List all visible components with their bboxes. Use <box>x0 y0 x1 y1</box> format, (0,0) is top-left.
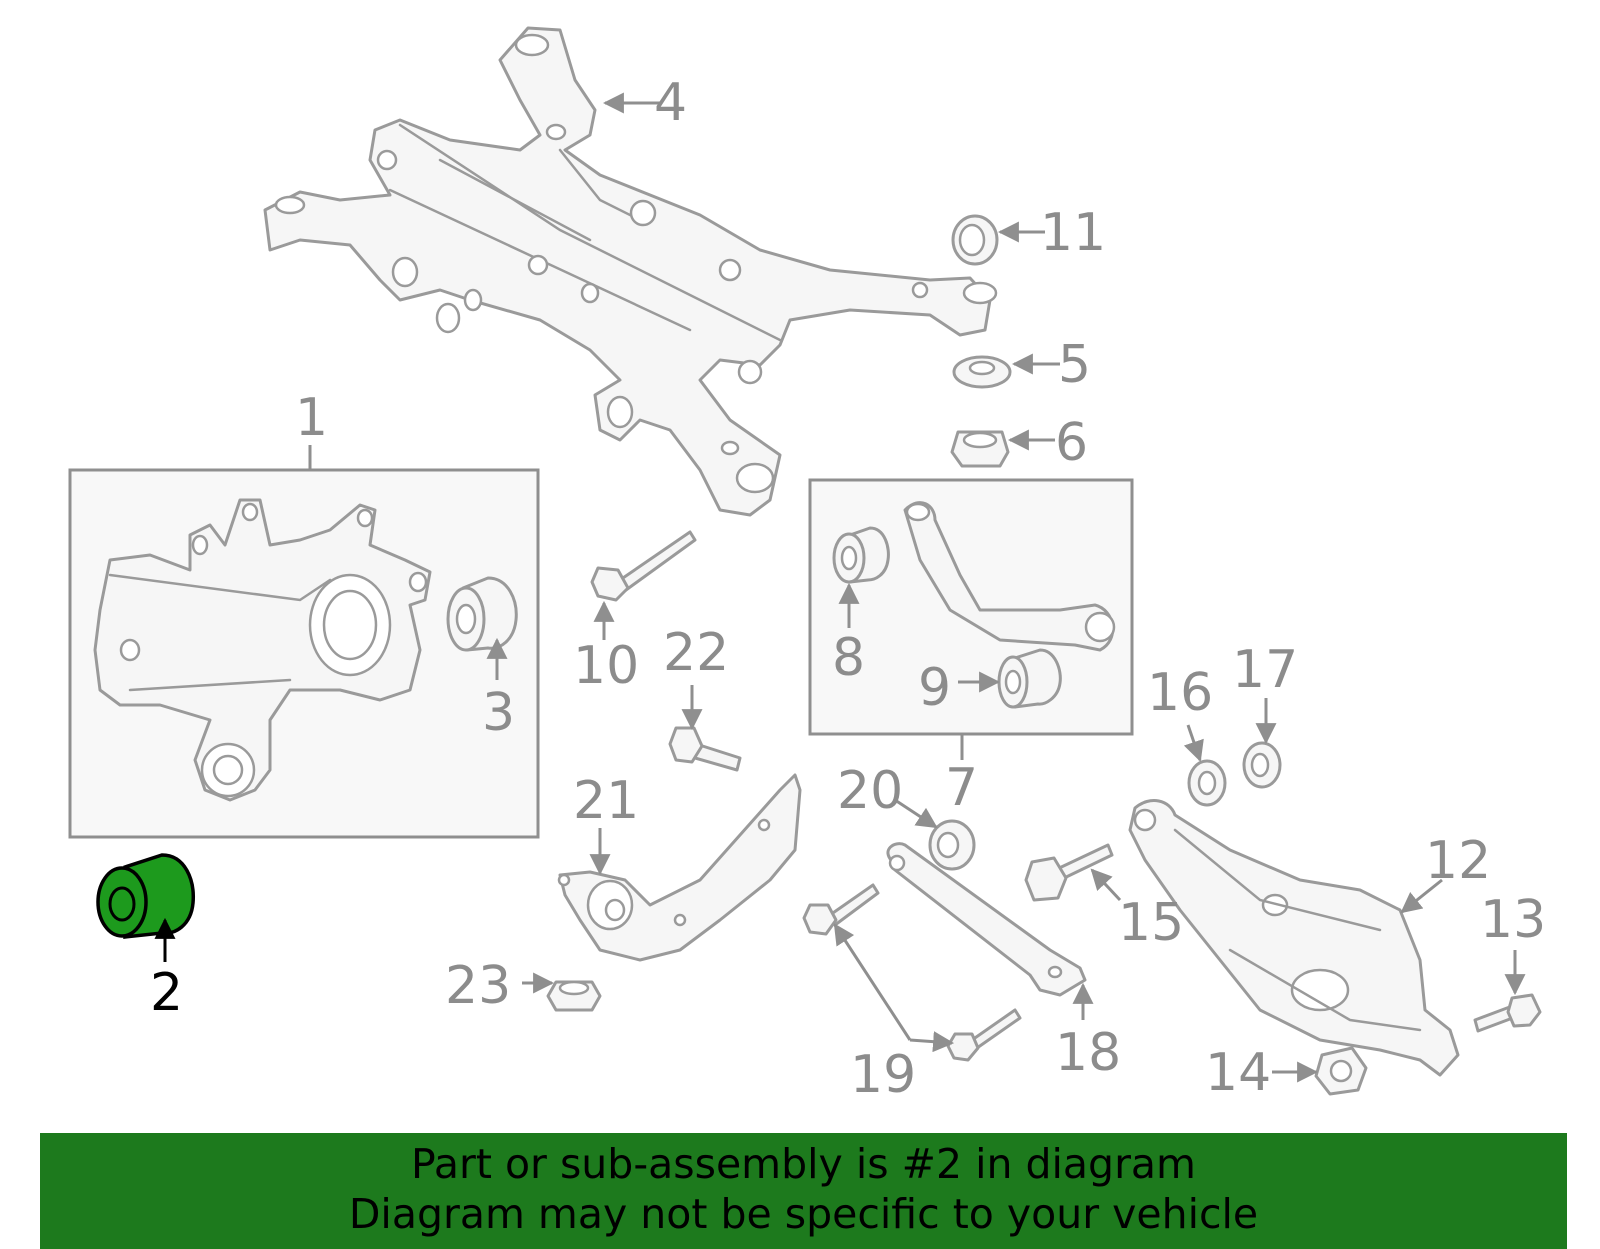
bolt-19-lower <box>946 1008 1022 1062</box>
callout-4: 4 <box>654 73 687 133</box>
callout-6: 6 <box>1055 413 1088 473</box>
callout-20: 20 <box>837 761 903 821</box>
nut-14 <box>1314 1046 1368 1096</box>
callout-23: 23 <box>445 956 511 1016</box>
crossmember-subframe <box>263 26 998 517</box>
callout-9: 9 <box>918 658 951 718</box>
callout-22: 22 <box>663 623 729 683</box>
bushing-2-highlighted <box>96 853 195 939</box>
bolt-22 <box>668 726 742 772</box>
upper-control-arm <box>903 501 1116 652</box>
callout-12: 12 <box>1425 831 1491 891</box>
knuckle <box>93 498 432 802</box>
leader-lines <box>154 92 1526 1083</box>
callout-8: 8 <box>832 628 865 688</box>
info-banner: Part or sub-assembly is #2 in diagram Di… <box>40 1133 1567 1249</box>
nut-23 <box>546 980 602 1012</box>
callout-3: 3 <box>482 683 515 743</box>
nut-6 <box>950 430 1010 468</box>
callout-5: 5 <box>1058 335 1091 395</box>
bolt-19-upper <box>802 883 880 936</box>
bolt-15 <box>1024 843 1114 902</box>
callout-21: 21 <box>573 771 639 831</box>
banner-line-2: Diagram may not be specific to your vehi… <box>348 1190 1259 1238</box>
toe-link-18 <box>886 842 1087 997</box>
callout-18: 18 <box>1055 1023 1121 1083</box>
callout-16: 16 <box>1147 663 1213 723</box>
callout-2: 2 <box>150 963 183 1023</box>
callout-7: 7 <box>945 758 978 818</box>
nut-11 <box>951 214 999 266</box>
bolt-10 <box>590 530 697 602</box>
banner-line-1: Part or sub-assembly is #2 in diagram <box>411 1140 1196 1188</box>
lower-arm-12 <box>1128 799 1460 1077</box>
callout-14: 14 <box>1205 1043 1271 1103</box>
bushing-8 <box>832 526 890 584</box>
bushing-3 <box>446 576 518 652</box>
washer-16 <box>1187 759 1227 807</box>
callout-19: 19 <box>850 1045 916 1105</box>
callout-1: 1 <box>295 388 328 448</box>
callout-17: 17 <box>1232 640 1298 700</box>
nut-17 <box>1242 741 1282 789</box>
callout-15: 15 <box>1118 893 1184 953</box>
bolt-13 <box>1473 993 1542 1033</box>
callout-10: 10 <box>573 636 639 696</box>
callout-11: 11 <box>1040 203 1106 263</box>
callout-labels: 1 2 3 4 5 6 7 8 9 10 11 12 13 14 15 16 1… <box>150 73 1546 1105</box>
callout-13: 13 <box>1480 890 1546 950</box>
bushing-9 <box>997 648 1062 709</box>
nut-20 <box>928 819 976 871</box>
trailing-arm-21 <box>557 773 802 962</box>
washer-5 <box>952 355 1012 389</box>
